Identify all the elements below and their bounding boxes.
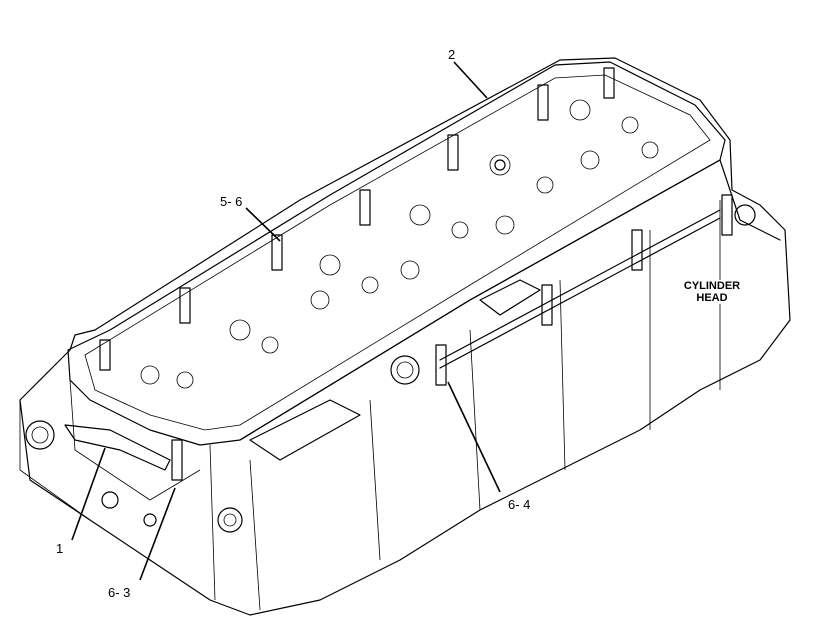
- callout-6-3: 6- 3: [108, 585, 131, 600]
- front-cover-plate: [64, 424, 171, 471]
- callout-5-6: 5- 6: [220, 194, 243, 209]
- component-label-line2: HEAD: [696, 292, 728, 304]
- deck-features: [140, 99, 659, 389]
- component-label-line1: CYLINDER: [683, 280, 741, 292]
- callout-6-4: 6- 4: [508, 497, 531, 512]
- head-outline: [19, 57, 791, 616]
- component-label: CYLINDER HEAD: [678, 280, 746, 304]
- leader-6-3: [139, 487, 176, 581]
- callout-2: 2: [448, 47, 456, 62]
- leader-5-6: [245, 207, 281, 242]
- leader-6-4: [447, 381, 501, 493]
- rim-bolts: [99, 67, 733, 481]
- leader-2: [453, 61, 488, 99]
- leader-1: [71, 447, 106, 541]
- gasket-flange: [67, 61, 726, 446]
- callout-1: 1: [56, 541, 64, 556]
